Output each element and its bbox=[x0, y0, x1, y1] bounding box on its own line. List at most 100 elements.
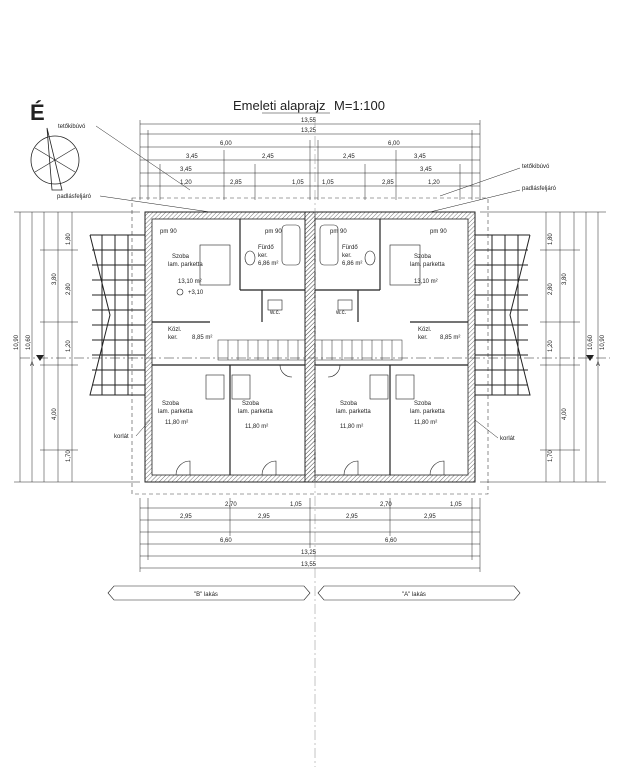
dim-left-10-60: 10,60 bbox=[26, 334, 32, 350]
dim-right-1-20: 1,20 bbox=[548, 340, 554, 352]
door-icon bbox=[327, 364, 341, 378]
dim-top-1-20-b: 1,20 bbox=[428, 180, 440, 186]
dim-bot-2-95-c: 2,95 bbox=[346, 514, 358, 520]
label-tetokibuvo-right: tetőkibúvó bbox=[522, 164, 550, 170]
dim-bot-2-95-a: 2,95 bbox=[180, 514, 192, 520]
room-furdo-b: Fürdő bbox=[258, 245, 274, 251]
apartment-b-tag: "B" lakás bbox=[107, 585, 311, 601]
dim-left-3-80: 3,80 bbox=[52, 273, 58, 285]
dim-bot-1-05-a: 1,05 bbox=[290, 502, 302, 508]
dim-right-3-80: 3,80 bbox=[562, 273, 568, 285]
dim-top-3-45-d: 3,45 bbox=[420, 167, 432, 173]
partitions-right bbox=[315, 219, 468, 475]
dim-bot-6-60-a: 6,60 bbox=[220, 538, 232, 544]
room-szoba-a2: Szoba bbox=[340, 401, 358, 407]
balcony-right bbox=[474, 234, 531, 396]
door-icon bbox=[261, 460, 277, 476]
apartment-a-label: "A" lakás bbox=[402, 592, 426, 598]
partitions-left bbox=[152, 219, 305, 475]
dim-top-1-20-a: 1,20 bbox=[180, 180, 192, 186]
elevation-b: +3,10 bbox=[188, 290, 204, 296]
room-area-kozl-a: 8,85 m² bbox=[440, 335, 460, 341]
drawing-scale: M=1:100 bbox=[334, 98, 385, 113]
section-arrow-icon bbox=[586, 355, 594, 361]
balcony-left bbox=[89, 234, 146, 396]
bed-icon bbox=[231, 374, 251, 400]
dim-bot-2-95-d: 2,95 bbox=[424, 514, 436, 520]
toilet-icon bbox=[244, 250, 256, 266]
dim-left-1-70: 1,70 bbox=[66, 450, 72, 462]
room-floor-furdo-a: ker. bbox=[342, 253, 352, 259]
label-padlasfeljaro-right: padlásfeljáró bbox=[522, 186, 557, 192]
bath-fixtures bbox=[244, 224, 376, 311]
room-floor-a2: lam. parketta bbox=[336, 409, 371, 415]
sink-icon bbox=[337, 299, 353, 311]
staircase bbox=[217, 339, 403, 361]
room-area-a2: 11,80 m² bbox=[340, 424, 363, 430]
north-arrow-icon bbox=[30, 135, 80, 185]
dim-bot-2-95-b: 2,95 bbox=[258, 514, 270, 520]
room-wc-a: w.c. bbox=[335, 310, 347, 316]
bed-icon bbox=[369, 374, 389, 400]
toilet-icon bbox=[364, 250, 376, 266]
apartment-b-label: "B" lakás bbox=[194, 592, 218, 598]
room-floor-kozl-b: ker. bbox=[168, 335, 178, 341]
bed-icon bbox=[395, 374, 415, 400]
door-icon bbox=[175, 460, 191, 476]
room-wc-b: w.c. bbox=[269, 310, 281, 316]
dim-right-10-60: 10,60 bbox=[588, 334, 594, 350]
dim-right-4-00: 4,00 bbox=[562, 408, 568, 420]
room-area-furdo-b: 6,86 m² bbox=[258, 261, 278, 267]
room-area-a1: 13,10 m² bbox=[414, 279, 438, 285]
room-szoba-b1: Szoba bbox=[172, 254, 190, 260]
top-dimensions bbox=[139, 120, 481, 200]
sink-icon bbox=[267, 299, 283, 311]
door-icon bbox=[429, 460, 445, 476]
room-area-b2: 11,80 m² bbox=[165, 420, 188, 426]
dim-left-2-80: 2,80 bbox=[66, 283, 72, 295]
building-walls bbox=[144, 211, 476, 483]
dim-bot-13-25: 13,25 bbox=[301, 550, 317, 556]
dim-top-13-55: 13,55 bbox=[301, 118, 317, 124]
dim-bot-1-05-b: 1,05 bbox=[450, 502, 462, 508]
label-tetokibuvo-left: tetőkibúvó bbox=[58, 124, 86, 130]
dim-bot-6-60-b: 6,60 bbox=[385, 538, 397, 544]
dim-top-2-85-b: 2,85 bbox=[382, 180, 394, 186]
room-furdo-a: Fürdő bbox=[342, 245, 358, 251]
dim-bot-2-70-a: 2,70 bbox=[225, 502, 237, 508]
dim-top-3-45-c: 3,45 bbox=[180, 167, 192, 173]
dim-left-1-20: 1,20 bbox=[66, 340, 72, 352]
right-dimensions bbox=[480, 211, 606, 483]
dim-top-2-45-b: 2,45 bbox=[343, 154, 355, 160]
room-floor-furdo-b: ker. bbox=[258, 253, 268, 259]
pm90-label: pm 90 bbox=[160, 229, 177, 235]
room-floor-a1: lam. parketta bbox=[410, 262, 445, 268]
dim-top-1-05-b: 1,05 bbox=[322, 180, 334, 186]
room-szoba-b3: Szoba bbox=[242, 401, 260, 407]
room-floor-b3: lam. parketta bbox=[238, 409, 273, 415]
pm90-label: pm 90 bbox=[430, 229, 447, 235]
room-area-a3: 11,80 m² bbox=[414, 420, 437, 426]
dim-top-6-00-right: 6,00 bbox=[388, 141, 400, 147]
room-area-furdo-a: 6,86 m² bbox=[342, 261, 362, 267]
room-szoba-a1: Szoba bbox=[414, 254, 432, 260]
dim-top-3-45-a: 3,45 bbox=[186, 154, 198, 160]
room-area-b3: 11,80 m² bbox=[245, 424, 268, 430]
dim-right-2-80: 2,80 bbox=[548, 283, 554, 295]
pm90-label: pm 90 bbox=[330, 229, 347, 235]
bed-icon bbox=[389, 244, 421, 286]
room-kozl-b: Közl. bbox=[168, 327, 182, 333]
bed-icon bbox=[205, 374, 225, 400]
north-letter: É bbox=[30, 100, 45, 125]
room-szoba-a3: Szoba bbox=[414, 401, 432, 407]
dim-left-4-00: 4,00 bbox=[52, 408, 58, 420]
dim-right-1-80: 1,80 bbox=[548, 233, 554, 245]
elevation-marker-icon bbox=[176, 288, 184, 296]
beds bbox=[199, 244, 421, 400]
pm90-label: pm 90 bbox=[265, 229, 282, 235]
apartment-a-tag: "A" lakás bbox=[317, 585, 521, 601]
room-area-kozl-b: 8,85 m² bbox=[192, 335, 212, 341]
door-icon bbox=[343, 460, 359, 476]
dim-top-6-00-left: 6,00 bbox=[220, 141, 232, 147]
left-dimensions bbox=[14, 211, 140, 483]
